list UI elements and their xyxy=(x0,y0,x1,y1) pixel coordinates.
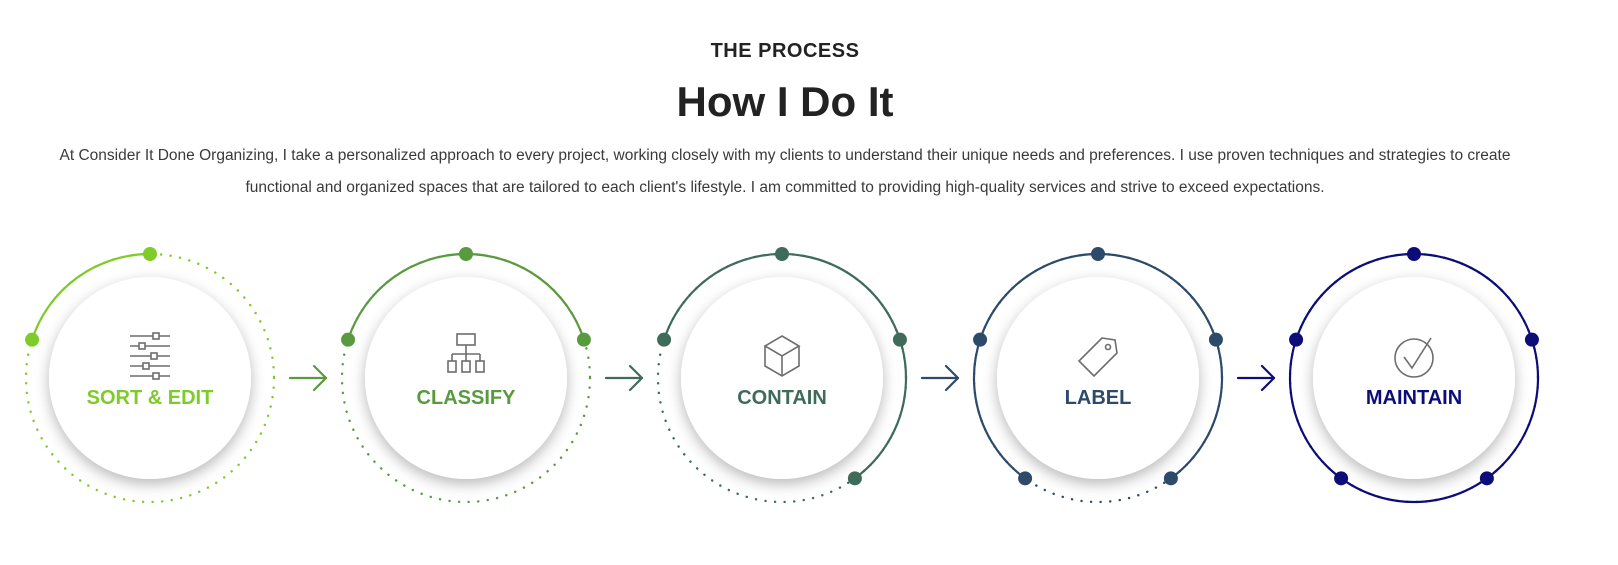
step-ring-dot xyxy=(973,332,988,347)
sliders-icon xyxy=(130,332,170,380)
intro-line-2: functional and organized spaces that are… xyxy=(245,179,1325,196)
arrow-right-icon xyxy=(604,364,644,392)
intro-paragraph: At Consider It Done Organizing, I take a… xyxy=(30,140,1540,204)
step-ring-dot xyxy=(892,332,907,347)
arrow-right-icon xyxy=(1236,364,1276,392)
step-ring-dot xyxy=(1091,247,1105,261)
step-ring-dot xyxy=(847,471,862,486)
step-inner-circle xyxy=(49,277,251,479)
eyebrow-heading: THE PROCESS xyxy=(710,40,860,62)
step-label: LABEL xyxy=(1065,387,1132,409)
step-ring-dot xyxy=(1407,247,1421,261)
process-step: LABEL xyxy=(972,247,1224,504)
process-step: MAINTAIN xyxy=(1288,247,1540,504)
step-ring-dot xyxy=(1479,471,1494,486)
step-ring-dot xyxy=(1334,471,1349,486)
step-label: SORT & EDIT xyxy=(87,387,214,409)
step-ring-dot xyxy=(657,332,672,347)
step-inner-circle xyxy=(365,277,567,479)
check-circle-icon xyxy=(1394,337,1434,378)
step-ring-dot xyxy=(1208,332,1223,347)
step-ring-dot xyxy=(143,247,157,261)
step-ring-dot xyxy=(1018,471,1033,486)
step-ring-dot xyxy=(775,247,789,261)
box-icon xyxy=(763,335,801,377)
step-ring-dot xyxy=(1289,332,1304,347)
intro-line-1: At Consider It Done Organizing, I take a… xyxy=(59,147,1511,164)
step-inner-circle xyxy=(681,277,883,479)
step-label: CLASSIFY xyxy=(417,387,517,409)
step-progress-arc xyxy=(663,252,908,480)
step-ring-dot xyxy=(25,332,40,347)
step-ring-dotted xyxy=(340,252,592,504)
step-ring-dot xyxy=(576,332,591,347)
step-ring-dot xyxy=(341,332,356,347)
step-label: MAINTAIN xyxy=(1366,387,1462,409)
arrow-right-icon xyxy=(920,364,960,392)
step-ring-dot xyxy=(1524,332,1539,347)
hierarchy-icon xyxy=(447,333,485,373)
step-inner-circle xyxy=(997,277,1199,479)
step-ring-dot xyxy=(1163,471,1178,486)
step-progress-arc xyxy=(31,252,151,341)
tag-icon xyxy=(1077,337,1118,378)
step-inner-circle xyxy=(1313,277,1515,479)
process-step: CLASSIFY xyxy=(340,247,592,504)
process-step: CONTAIN xyxy=(656,247,908,504)
step-label: CONTAIN xyxy=(737,387,827,409)
page-title: How I Do It xyxy=(676,78,894,125)
process-step: SORT & EDIT xyxy=(24,247,276,504)
step-ring-dot xyxy=(459,247,473,261)
arrow-right-icon xyxy=(288,364,328,392)
step-ring-dotted xyxy=(24,252,276,504)
